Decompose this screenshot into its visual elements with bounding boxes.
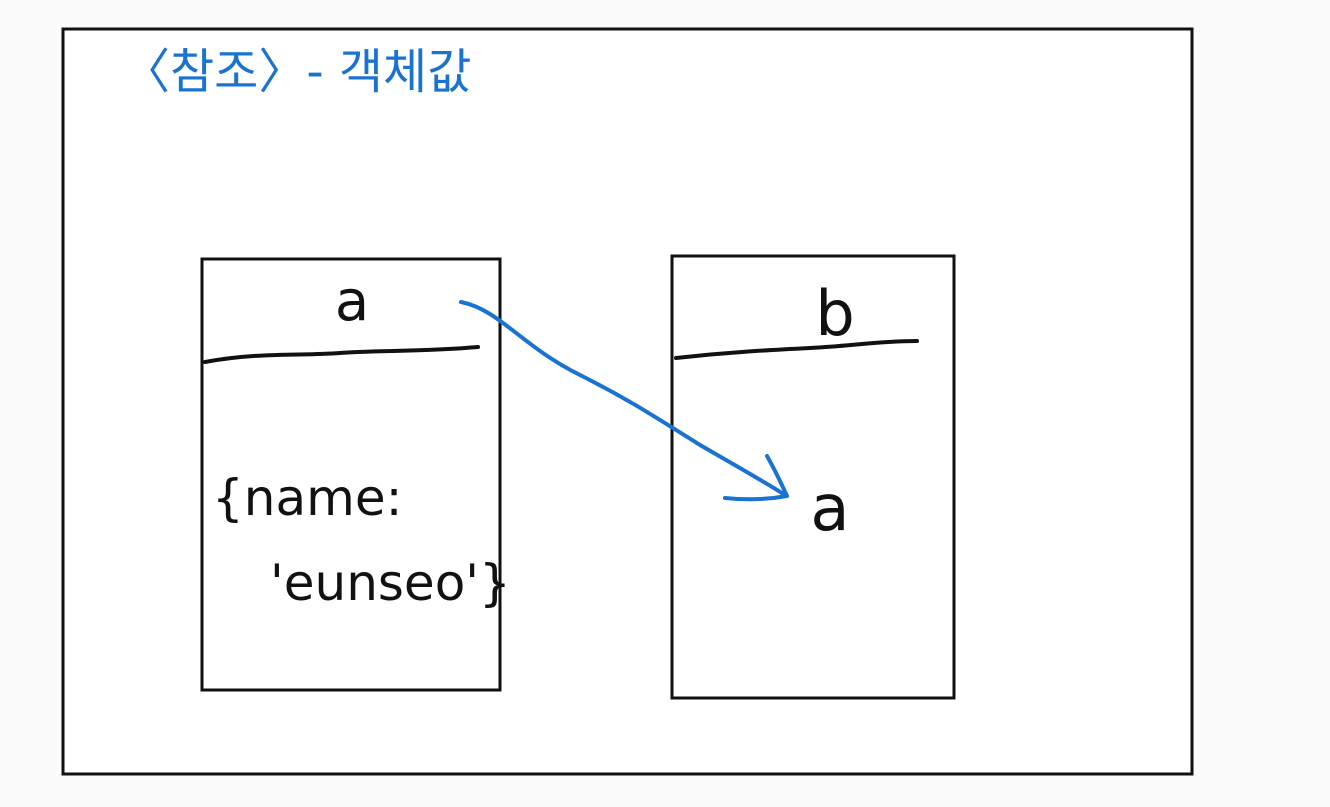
reference-arrow xyxy=(459,300,789,502)
box-a-outline xyxy=(200,257,502,692)
box-a: a {name: 'eunseo'} xyxy=(200,257,511,692)
box-a-divider xyxy=(203,345,480,364)
box-b-label: b xyxy=(815,277,854,350)
box-b-divider xyxy=(674,339,919,360)
box-a-content-line-1: {name: xyxy=(212,469,402,527)
box-a-content-line-2: 'eunseo'} xyxy=(270,554,511,612)
box-b: b a xyxy=(670,254,956,700)
box-a-label: a xyxy=(335,269,369,334)
reference-arrow-line xyxy=(459,300,787,497)
arrowhead-icon xyxy=(723,454,789,502)
diagram-title: 〈참조〉- 객체값 xyxy=(122,44,471,100)
box-b-outline xyxy=(670,254,956,700)
box-b-content: a xyxy=(810,472,849,546)
